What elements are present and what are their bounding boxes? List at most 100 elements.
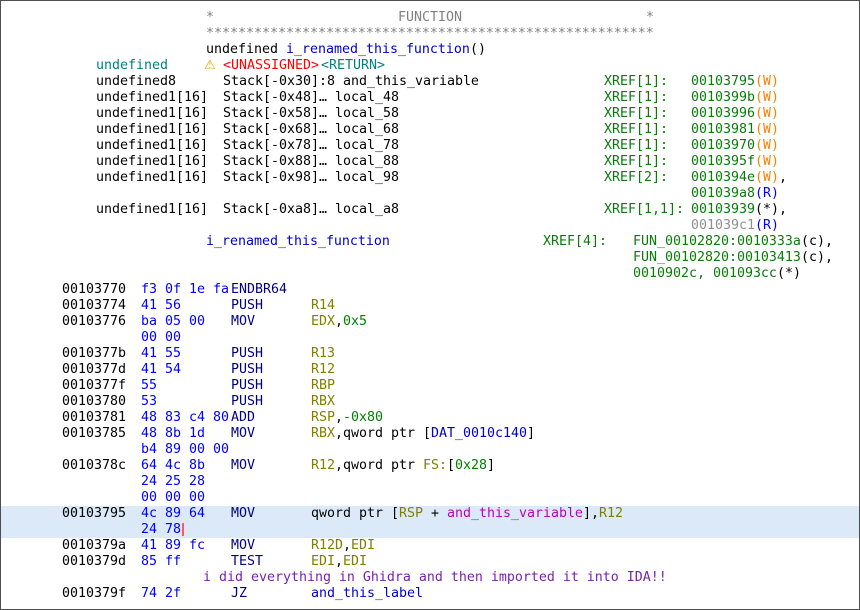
xref-count[interactable]: XREF[1]: — [604, 74, 668, 89]
register-operand[interactable]: R14 — [311, 298, 335, 313]
mnemonic[interactable]: PUSH — [231, 378, 263, 393]
instruction-address[interactable]: 0010379d — [62, 554, 126, 569]
mnemonic[interactable]: TEST — [231, 554, 263, 569]
instruction-bytes[interactable]: 53 — [141, 394, 157, 409]
variable-type[interactable]: undefined1[16] — [96, 202, 208, 217]
instruction-address[interactable]: 00103774 — [62, 298, 126, 313]
instruction-bytes[interactable]: 00 00 — [141, 330, 181, 345]
plate-comment[interactable]: * — [206, 10, 214, 25]
register-operand[interactable]: RSP — [399, 506, 423, 521]
mnemonic[interactable]: ENDBR64 — [231, 282, 287, 297]
instruction-bytes[interactable]: 00 00 00 — [141, 490, 205, 505]
xref-address[interactable]: 0010395f — [691, 154, 755, 169]
instruction-bytes[interactable]: ba 05 00 — [141, 314, 205, 329]
instruction-address[interactable]: 00103785 — [62, 426, 126, 441]
instruction-bytes[interactable]: 41 55 — [141, 346, 181, 361]
operand-text[interactable]: ] — [527, 426, 535, 441]
instruction-bytes[interactable]: 48 83 c4 80 — [141, 410, 229, 425]
register-operand[interactable]: RBX — [311, 426, 335, 441]
instruction-bytes[interactable]: 41 56 — [141, 298, 181, 313]
xref-address[interactable]: 00103970 — [691, 138, 755, 153]
mnemonic[interactable]: MOV — [231, 314, 255, 329]
mnemonic[interactable]: PUSH — [231, 298, 263, 313]
instruction-bytes[interactable]: b4 89 00 00 — [141, 442, 229, 457]
instruction-bytes[interactable]: 55 — [141, 378, 157, 393]
instruction-bytes[interactable]: 41 54 — [141, 362, 181, 377]
stack-offset[interactable]: Stack[-0xa8]… — [223, 202, 327, 217]
instruction-address[interactable]: 00103776 — [62, 314, 126, 329]
register-operand[interactable]: R12D — [311, 538, 343, 553]
operand-separator[interactable]: , — [335, 410, 343, 425]
register-operand[interactable]: R12 — [311, 458, 335, 473]
variable-type[interactable]: undefined1[16] — [96, 170, 208, 185]
mnemonic[interactable]: MOV — [231, 506, 255, 521]
operand-text[interactable]: + — [423, 506, 447, 521]
variable-type[interactable]: undefined1[16] — [96, 122, 208, 137]
instruction-address[interactable]: 00103770 — [62, 282, 126, 297]
variable-type[interactable]: undefined8 — [96, 74, 176, 89]
plate-comment[interactable]: * — [646, 10, 654, 25]
operand-text[interactable]: ,qword ptr — [335, 458, 423, 473]
label-operand[interactable]: and_this_label — [311, 586, 423, 601]
xref-address[interactable]: 00103981 — [691, 122, 755, 137]
variable-name[interactable]: local_a8 — [335, 202, 399, 217]
variable-type[interactable]: undefined1[16] — [96, 106, 208, 121]
register-operand[interactable]: R12 — [599, 506, 623, 521]
variable-name[interactable]: and_this_variable — [343, 74, 479, 89]
variable-name[interactable]: local_88 — [335, 154, 399, 169]
operand-text[interactable]: ], — [583, 506, 599, 521]
constant-operand[interactable]: -0x80 — [343, 410, 383, 425]
mnemonic[interactable]: PUSH — [231, 346, 263, 361]
instruction-bytes[interactable]: 85 ff — [141, 554, 181, 569]
operand-text[interactable]: [ — [447, 458, 455, 473]
instruction-address[interactable]: 0010379f — [62, 586, 126, 601]
unassigned-tag[interactable]: <UNASSIGNED> — [223, 58, 319, 73]
mnemonic[interactable]: ADD — [231, 410, 255, 425]
xref-count[interactable]: XREF[1]: — [604, 90, 668, 105]
instruction-address[interactable]: 0010377d — [62, 362, 126, 377]
instruction-bytes[interactable]: 4c 89 64 — [141, 506, 205, 521]
xref-count[interactable]: XREF[1]: — [604, 154, 668, 169]
xref-separator[interactable]: , — [779, 170, 787, 185]
xref-type-write[interactable]: (W) — [755, 138, 779, 153]
xref-address[interactable]: 00103795 — [691, 74, 755, 89]
mnemonic[interactable]: PUSH — [231, 362, 263, 377]
instruction-bytes[interactable]: 24 78 — [141, 522, 181, 537]
variable-operand[interactable]: and_this_variable — [447, 506, 583, 521]
data-label-operand[interactable]: DAT_0010c140 — [431, 426, 527, 441]
xref-address[interactable]: 0010399b — [691, 90, 755, 105]
operand-text[interactable]: ,qword ptr [ — [335, 426, 431, 441]
register-operand[interactable]: R13 — [311, 346, 335, 361]
instruction-address[interactable]: 0010379a — [62, 538, 126, 553]
xref-address[interactable]: 0010394e — [691, 170, 755, 185]
variable-type[interactable]: undefined1[16] — [96, 138, 208, 153]
instruction-address[interactable]: 00103781 — [62, 410, 126, 425]
constant-operand[interactable]: 0x28 — [455, 458, 487, 473]
xref-type-write[interactable]: (W) — [755, 154, 779, 169]
xref-address[interactable]: 00103996 — [691, 106, 755, 121]
register-operand[interactable]: RBP — [311, 378, 335, 393]
stack-offset[interactable]: Stack[-0x88]… — [223, 154, 327, 169]
xref-type-read[interactable]: (R) — [755, 218, 779, 233]
variable-name[interactable]: local_48 — [335, 90, 399, 105]
mnemonic[interactable]: MOV — [231, 538, 255, 553]
xref-address[interactable]: FUN_00102820:0010333a — [633, 234, 801, 249]
mnemonic[interactable]: PUSH — [231, 394, 263, 409]
xref-type-write[interactable]: (W) — [755, 170, 779, 185]
pre-comment[interactable]: i did everything in Ghidra and then impo… — [203, 570, 667, 585]
instruction-address[interactable]: 0010377f — [62, 378, 126, 393]
function-name[interactable]: i_renamed_this_function — [286, 42, 470, 57]
return-datatype[interactable]: undefined — [96, 58, 168, 73]
xref-count[interactable]: XREF[1]: — [604, 122, 668, 137]
instruction-address[interactable]: 00103795 — [62, 506, 126, 521]
xref-count[interactable]: XREF[1]: — [604, 106, 668, 121]
xref-type-read[interactable]: (R) — [755, 186, 779, 201]
xref-type-call[interactable]: (c), — [801, 234, 833, 249]
xref-type-write[interactable]: (W) — [755, 74, 779, 89]
instruction-bytes[interactable]: f3 0f 1e fa — [141, 282, 229, 297]
instruction-bytes[interactable]: 24 25 28 — [141, 474, 205, 489]
instruction-address[interactable]: 0010378c — [62, 458, 126, 473]
register-operand[interactable]: EDI — [343, 554, 367, 569]
register-operand[interactable]: R12 — [311, 362, 335, 377]
xref-count[interactable]: XREF[1]: — [604, 138, 668, 153]
